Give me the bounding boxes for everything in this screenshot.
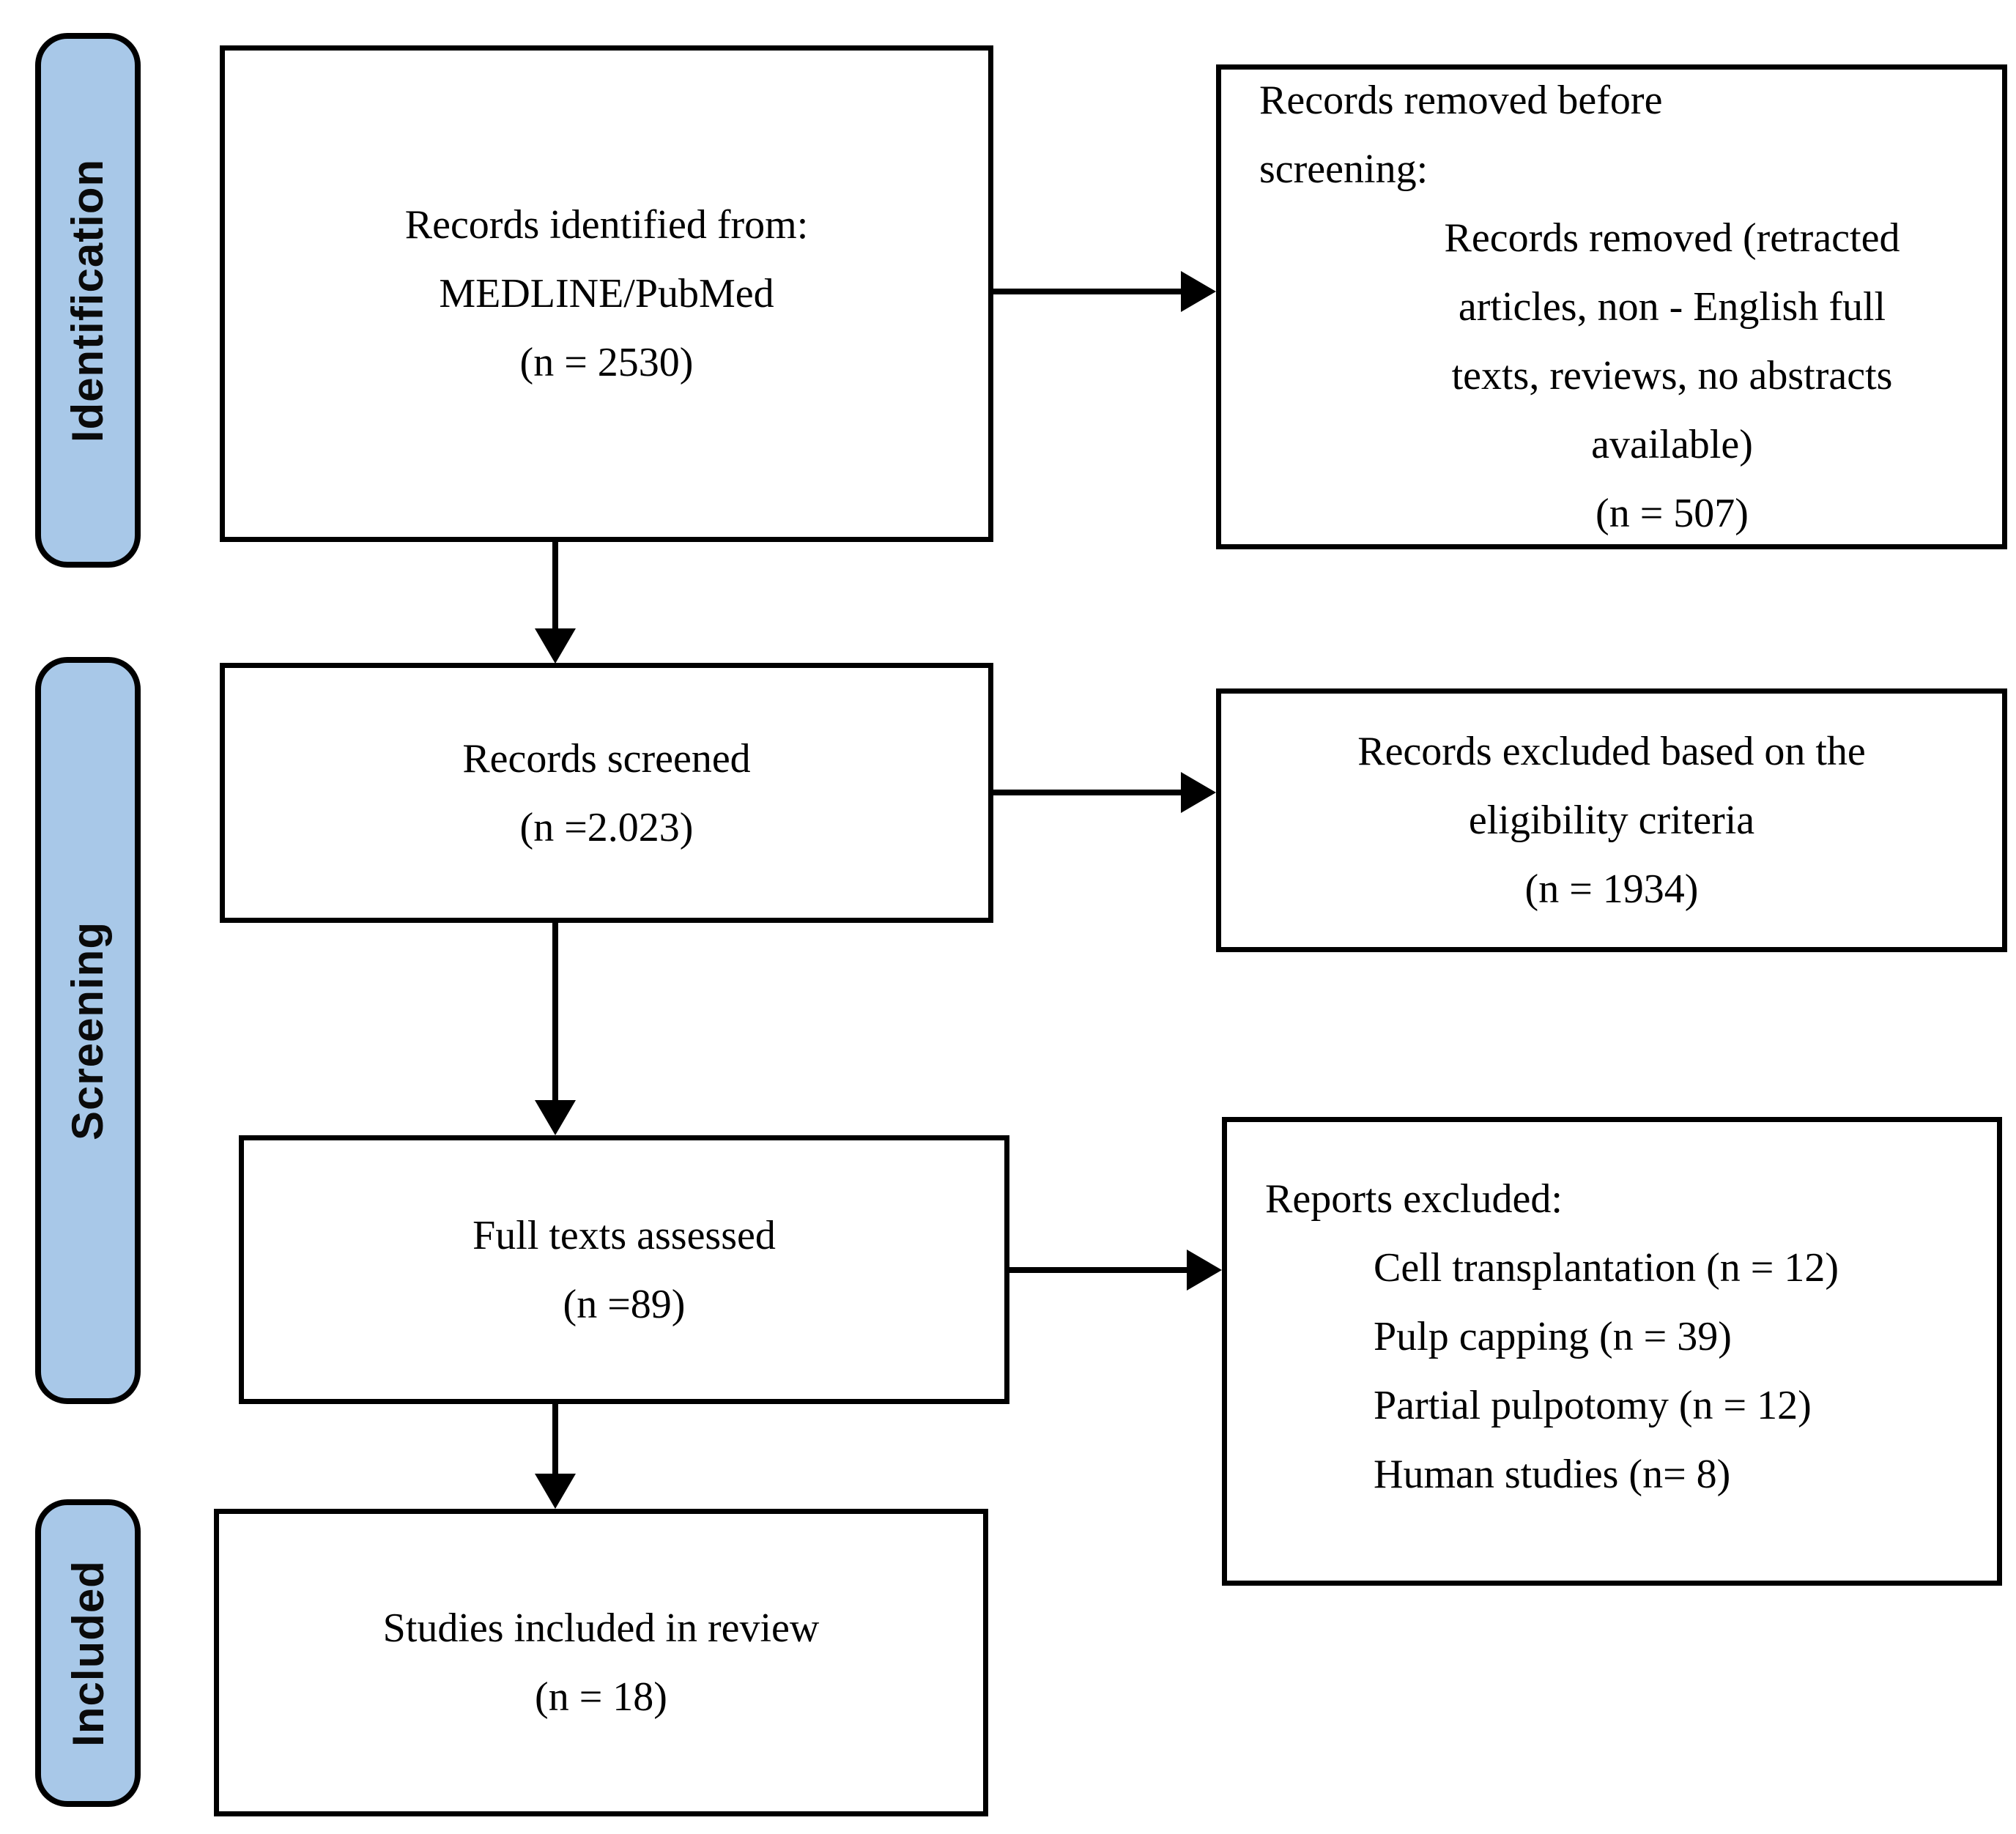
arrow-right-icon: [1187, 1250, 1222, 1291]
stage-included: Included: [35, 1499, 141, 1807]
reports-excluded-item-4: Human studies (n= 8): [1374, 1452, 1731, 1497]
box-records-excluded: Records excluded based on the eligibilit…: [1216, 688, 2007, 952]
arrow-right-icon: [1181, 271, 1216, 312]
box-full-texts-assessed: Full texts assessed (n =89): [239, 1135, 1009, 1404]
arrow-line: [552, 923, 558, 1103]
records-removed-heading-2: screening:: [1259, 146, 1428, 192]
records-identified-count: (n = 2530): [519, 340, 694, 385]
box-records-identified: Records identified from: MEDLINE/PubMed …: [220, 45, 993, 542]
records-identified-line-1: Records identified from:: [404, 202, 809, 248]
records-removed-body-4: available): [1591, 422, 1753, 467]
records-screened-count: (n =2.023): [519, 804, 694, 850]
records-removed-body-1: Records removed (retracted: [1444, 215, 1900, 261]
reports-excluded-item-2: Pulp capping (n = 39): [1374, 1314, 1732, 1359]
studies-included-count: (n = 18): [535, 1674, 667, 1720]
reports-excluded-item-1: Cell transplantation (n = 12): [1374, 1245, 1839, 1291]
arrow-line: [993, 790, 1185, 795]
box-records-screened: Records screened (n =2.023): [220, 663, 993, 923]
studies-included-line-1: Studies included in review: [382, 1605, 820, 1651]
records-removed-heading-1: Records removed before: [1259, 78, 1663, 123]
stage-included-label: Included: [63, 1559, 113, 1747]
stage-identification: Identification: [35, 33, 141, 568]
records-removed-body-2: articles, non - English full: [1458, 284, 1886, 330]
records-identified-line-2: MEDLINE/PubMed: [439, 271, 774, 316]
box-records-removed-before-screening: Records removed before screening: Record…: [1216, 64, 2007, 549]
records-excluded-line-1: Records excluded based on the: [1357, 729, 1866, 774]
box-reports-excluded: Reports excluded: Cell transplantation (…: [1222, 1117, 2002, 1586]
reports-excluded-item-3: Partial pulpotomy (n = 12): [1374, 1383, 1812, 1428]
records-excluded-line-2: eligibility criteria: [1468, 798, 1755, 843]
arrow-line: [993, 289, 1185, 294]
records-screened-line-1: Records screened: [462, 735, 751, 782]
arrow-down-icon: [535, 1100, 576, 1135]
full-texts-count: (n =89): [563, 1281, 686, 1327]
arrow-down-icon: [535, 1474, 576, 1509]
stage-screening: Screening: [35, 657, 141, 1404]
records-removed-count: (n = 507): [1596, 491, 1749, 536]
arrow-down-icon: [535, 628, 576, 664]
arrow-line: [1009, 1267, 1190, 1273]
full-texts-line-1: Full texts assessed: [472, 1212, 776, 1258]
stage-screening-label: Screening: [63, 921, 113, 1140]
box-studies-included: Studies included in review (n = 18): [214, 1509, 988, 1816]
reports-excluded-heading: Reports excluded:: [1265, 1176, 1563, 1222]
arrow-line: [552, 1404, 558, 1476]
records-removed-body-3: texts, reviews, no abstracts: [1451, 353, 1893, 398]
records-excluded-count: (n = 1934): [1524, 866, 1699, 912]
arrow-right-icon: [1181, 772, 1216, 813]
stage-identification-label: Identification: [63, 158, 113, 442]
arrow-line: [552, 542, 558, 633]
